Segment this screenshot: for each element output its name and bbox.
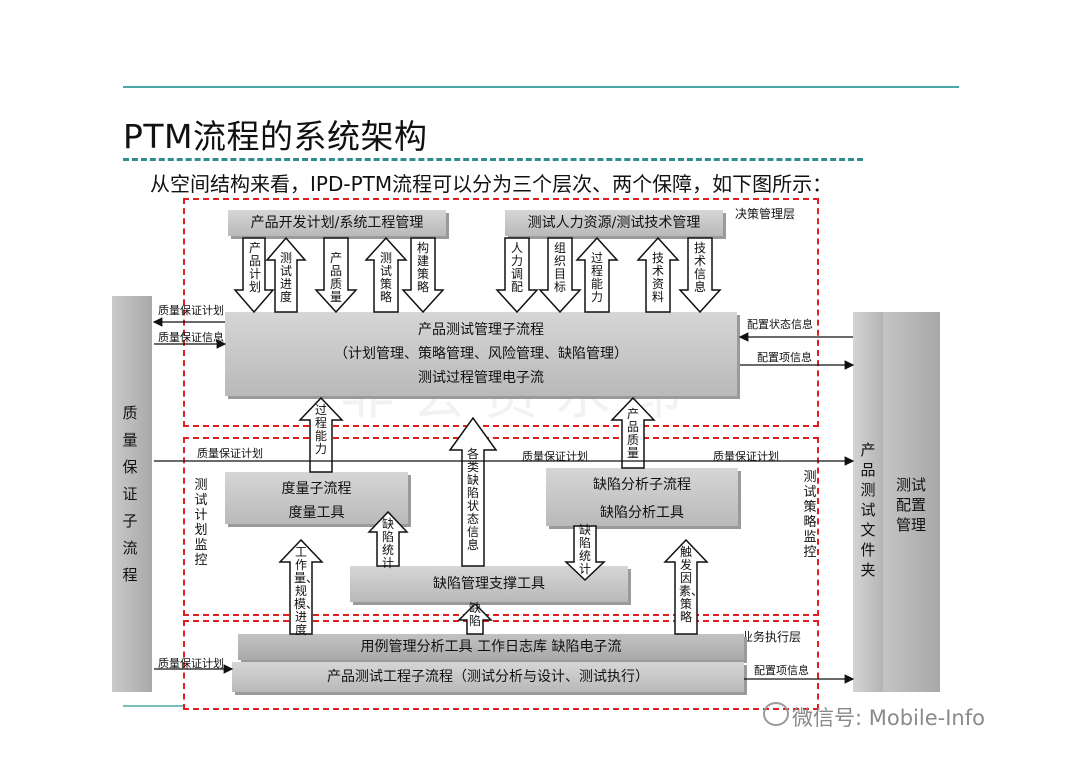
test-config-pillar [883, 312, 940, 692]
qa-info-label: 质量保证信息 [158, 331, 224, 344]
footer-wechat-id: 微信号: Mobile-Info [792, 706, 985, 730]
arrow-label-11: 过程能力 [314, 403, 327, 456]
decision-layer-region [183, 198, 819, 427]
arrow-up-2 [265, 236, 307, 313]
arrow-label-15: 工作量、规模、进度 [294, 545, 319, 637]
qa-subprocess-label: 质量保证子流程 [122, 404, 138, 584]
arrow-down-1 [233, 237, 275, 314]
arrow-label-12: 各类缺陷状态信息 [466, 447, 479, 552]
arrow-up-12 [448, 416, 498, 567]
qa-subprocess-pillar [112, 296, 152, 692]
title-underline [123, 158, 863, 161]
arrow-up-11 [298, 396, 344, 473]
arrow-label-8: 过程能力 [590, 251, 603, 304]
arrow-up-9 [636, 236, 680, 313]
qa-plan-label-5: 质量保证计划 [158, 657, 224, 670]
arrow-up-17 [457, 602, 493, 635]
defect-analysis-box: 缺陷分析子流程 缺陷分析工具 [546, 468, 738, 526]
arrow-down-5 [401, 237, 445, 314]
arrow-down-10 [678, 237, 722, 314]
ptm-box-line-2: （计划管理、策略管理、风险管理、缺陷管理） [334, 346, 628, 362]
engineering-subprocess-box: 产品测试工程子流程（测试分析与设计、测试执行） [232, 662, 744, 692]
arrow-up-18 [663, 538, 709, 635]
config-item-label-1: 配置项信息 [757, 351, 812, 364]
ptm-box-line-3: 测试过程管理电子流 [418, 370, 544, 386]
engineering-tools-box: 用例管理分析工具 工作日志库 缺陷电子流 [238, 634, 744, 660]
arrow-up-4 [364, 236, 408, 313]
top-divider [123, 86, 959, 88]
arrow-label-1: 产品计划 [248, 241, 261, 294]
arrow-down-16 [564, 525, 606, 582]
qa-plan-label-3: 质量保证计划 [522, 450, 588, 463]
arrow-down-6 [495, 237, 539, 314]
ptm-box-line-1: 产品测试管理子流程 [418, 322, 544, 338]
arrow-label-2: 测试进度 [279, 251, 292, 304]
arrow-up-8 [575, 236, 619, 313]
hr-tech-box: 测试人力资源/测试技术管理 [505, 210, 723, 236]
qa-plan-label-2: 质量保证计划 [197, 447, 263, 460]
arrow-label-7: 组织目标 [553, 241, 566, 294]
page-title: PTM流程的系统架构 [123, 117, 428, 156]
arrow-label-17: 缺陷 [468, 601, 481, 628]
arrow-up-13 [610, 396, 656, 469]
decision-layer-label: 决策管理层 [735, 207, 796, 221]
config-item-label-2: 配置项信息 [754, 664, 809, 677]
arrow-up-15 [278, 538, 324, 635]
wechat-icon [763, 702, 789, 726]
config-status-label: 配置状态信息 [747, 318, 813, 331]
arrow-up-14 [367, 510, 409, 567]
arrow-label-13: 产品质量 [626, 407, 639, 460]
test-strategy-monitor-label: 测试策略监控 [803, 470, 817, 560]
page-subtitle: 从空间结构来看，IPD-PTM流程可以分为三个层次、两个保障，如下图所示： [150, 172, 833, 196]
arrow-label-10: 技术信息 [693, 241, 706, 294]
product-test-folder-pillar [853, 312, 883, 692]
arrow-label-16: 缺陷统计 [578, 523, 591, 576]
measure-box-line-1: 度量子流程 [281, 481, 352, 497]
arrow-label-18: 触发因素、策略 [679, 545, 704, 624]
arrow-label-3: 产品质量 [329, 251, 342, 304]
product-test-folder-label: 产品测试文件夹 [860, 441, 876, 579]
defect-box-line-2: 缺陷分析工具 [600, 505, 684, 521]
test-config-label: 测试配置管理 [895, 476, 926, 534]
measure-box: 度量子流程 度量工具 [225, 472, 408, 524]
arrow-down-7 [538, 237, 582, 314]
business-layer-region [183, 620, 819, 710]
qa-plan-label-1: 质量保证计划 [158, 304, 224, 317]
arrow-label-4: 测试策略 [379, 251, 392, 304]
arrow-label-5: 构建策略 [416, 241, 429, 294]
defect-box-line-1: 缺陷分析子流程 [593, 477, 691, 493]
product-dev-plan-box: 产品开发计划/系统工程管理 [228, 210, 446, 236]
support-layer-region [183, 437, 819, 616]
measure-box-line-2: 度量工具 [288, 505, 345, 521]
arrow-down-3 [314, 237, 358, 314]
business-layer-label: 业务执行层 [741, 630, 802, 644]
test-plan-monitor-label: 测试计划监控 [194, 478, 208, 568]
qa-plan-label-4: 质量保证计划 [713, 450, 779, 463]
arrow-label-14: 缺陷统计 [381, 517, 394, 570]
arrow-label-9: 技术资料 [651, 251, 664, 304]
ptm-management-box: 产品测试管理子流程 （计划管理、策略管理、风险管理、缺陷管理） 测试过程管理电子… [225, 312, 737, 396]
arrow-label-6: 人力调配 [510, 241, 523, 294]
